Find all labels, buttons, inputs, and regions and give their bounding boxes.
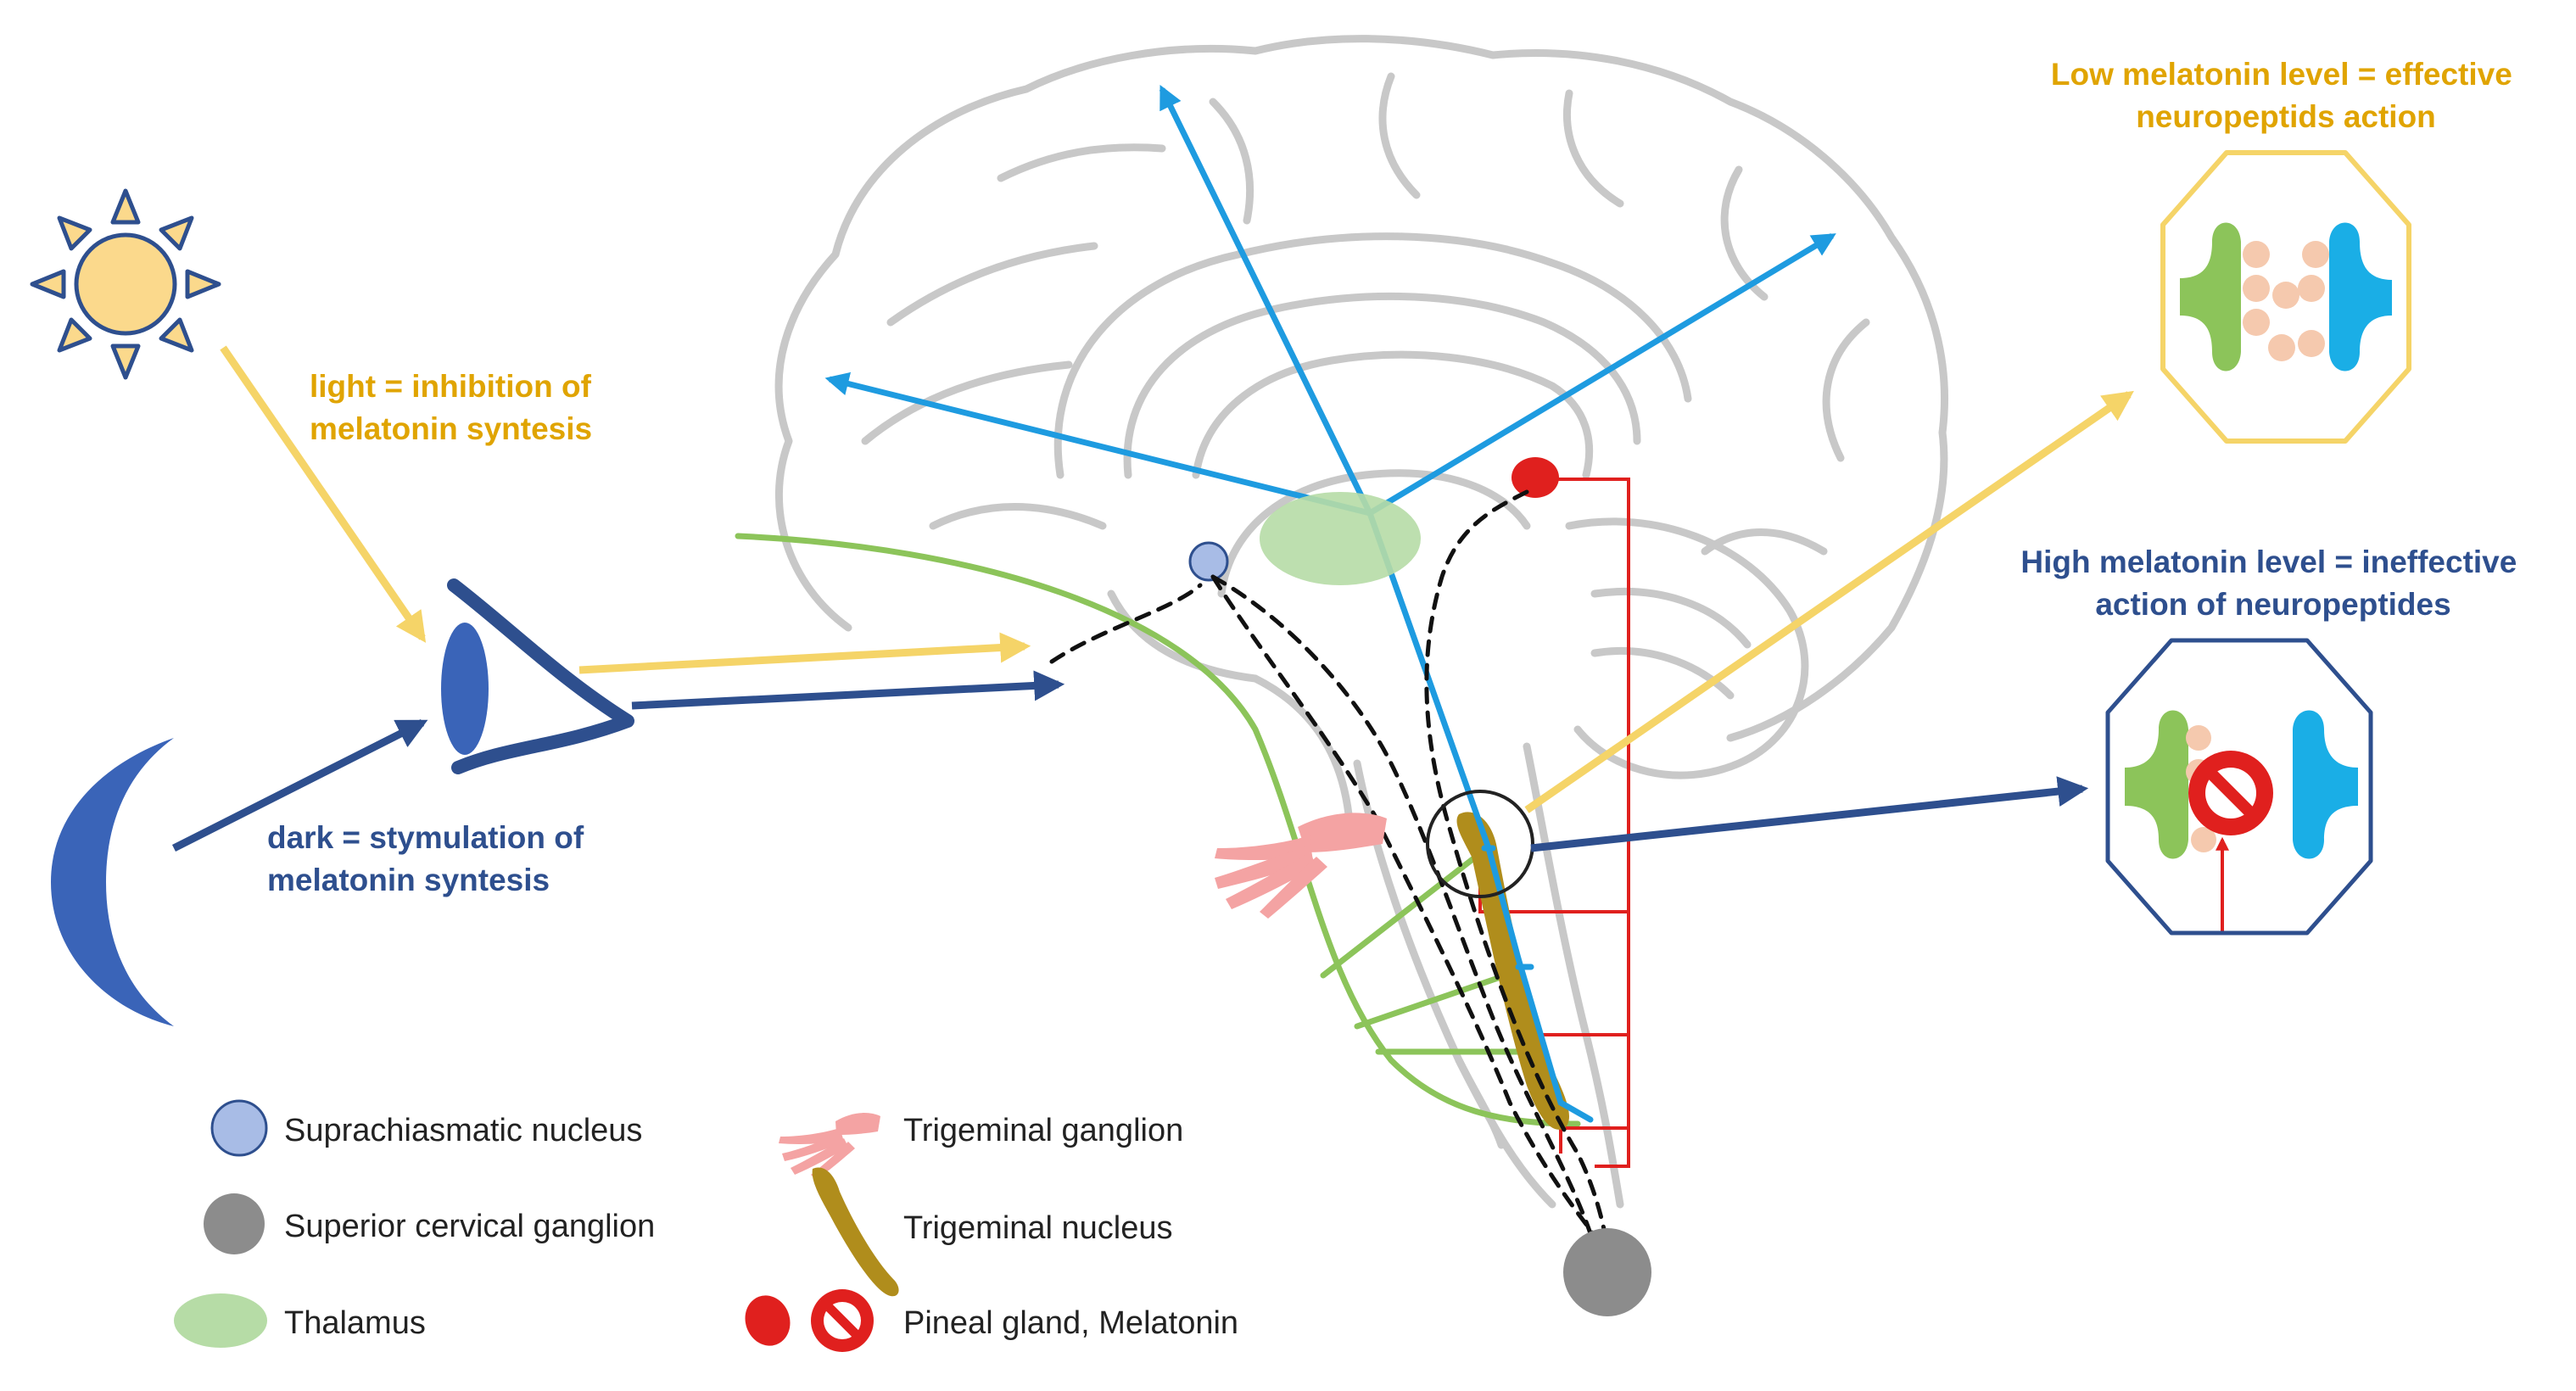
- brain-fold: [886, 242, 1098, 327]
- blue-arrow-right: [1368, 232, 1836, 517]
- moon-icon: [51, 738, 174, 1026]
- superior-cervical-ganglion: [1563, 1228, 1651, 1316]
- legend-pineal-label: Pineal gland, Melatonin: [903, 1305, 1238, 1341]
- cerebrum-outline: [774, 35, 1948, 742]
- legend-scn-swatch: [210, 1099, 268, 1157]
- brain-fold: [929, 503, 1107, 530]
- brain-fold: [1378, 72, 1421, 199]
- brainstem-right: [1523, 742, 1624, 1209]
- eye-icon: [441, 578, 634, 774]
- eye-to-scn-dark-arrow: [631, 670, 1065, 710]
- synapse-focus-circle: [1426, 790, 1534, 898]
- brain-fold: [1209, 98, 1254, 225]
- legend-pineal-swatch: [745, 1295, 791, 1346]
- sun-icon: [30, 188, 221, 380]
- brainstem-cord: [1455, 1056, 1506, 1149]
- postsynaptic-terminal: [2293, 710, 2358, 859]
- diencephalon: [1107, 589, 1353, 818]
- presynaptic-terminal: [2180, 222, 2241, 371]
- to-low-melatonin-arrow: [1524, 390, 2134, 813]
- blue-arrow-left: [824, 371, 1371, 517]
- light-to-eye-arrow: [220, 345, 427, 643]
- legend-thalamus-swatch: [174, 1293, 267, 1348]
- corpus-callosum-outer: [1123, 292, 1641, 479]
- brain-fold: [1822, 318, 1870, 462]
- corpus-callosum-inner: [1192, 350, 1594, 479]
- eye-to-scn-light-arrow: [578, 632, 1031, 674]
- legend-no-entry-icon: [811, 1289, 874, 1352]
- pineal-gland: [1512, 457, 1559, 498]
- cerebellum-fold: [1590, 647, 1735, 700]
- legend: Suprachiasmatic nucleus Superior cervica…: [174, 1099, 1238, 1352]
- cerebellum: [1565, 517, 1809, 779]
- trigeminal-fibres: [735, 533, 1581, 1127]
- neuropeptide-dots: [2243, 241, 2329, 361]
- thalamus: [1260, 492, 1421, 585]
- legend-hand-icon: [779, 1113, 880, 1180]
- postsynaptic-terminal: [2329, 222, 2392, 371]
- legend-scg-swatch: [204, 1193, 265, 1254]
- light-annotation: light = inhibition of melatonin syntesis: [310, 369, 600, 446]
- legend-scg-label: Superior cervical ganglion: [284, 1209, 655, 1244]
- suprachiasmatic-nucleus: [1188, 541, 1229, 582]
- to-high-melatonin-arrow: [1530, 776, 2089, 852]
- blue-arrow-up: [1159, 84, 1373, 515]
- cingulate-gyrus: [1053, 232, 1692, 479]
- brain-fold: [1563, 89, 1624, 208]
- legend-scn-label: Suprachiasmatic nucleus: [284, 1113, 642, 1148]
- legend-thalamus-label: Thalamus: [284, 1305, 426, 1341]
- legend-trigeminal-ganglion-label: Trigeminal ganglion: [903, 1113, 1183, 1148]
- moon-to-eye-arrow: [171, 718, 428, 852]
- high-melatonin-synapse: [2105, 638, 2373, 936]
- legend-trigeminal-nucleus-swatch: [812, 1167, 899, 1297]
- dark-annotation: dark = stymulation of melatonin syntesis: [267, 820, 592, 897]
- high-melatonin-annotation: High melatonin level = ineffective actio…: [2020, 545, 2525, 622]
- brain-fold: [861, 360, 1073, 445]
- brain-fold: [997, 143, 1166, 182]
- cerebellum-fold: [1590, 588, 1752, 649]
- presynaptic-terminal: [2125, 710, 2188, 859]
- legend-trigeminal-nucleus-label: Trigeminal nucleus: [903, 1210, 1173, 1246]
- sympathetic-paths: [1049, 489, 1610, 1249]
- hand-icon: [1215, 813, 1387, 919]
- fornix: [1217, 469, 1531, 598]
- low-melatonin-annotation: Low melatonin level = effective neuropep…: [2051, 57, 2521, 134]
- no-entry-icon: [2188, 751, 2273, 835]
- trigeminal-nucleus: [1456, 812, 1569, 1130]
- blue-pathway: [1366, 510, 1594, 1123]
- brain-outline: [774, 35, 1948, 1209]
- low-melatonin-synapse: [2160, 150, 2411, 444]
